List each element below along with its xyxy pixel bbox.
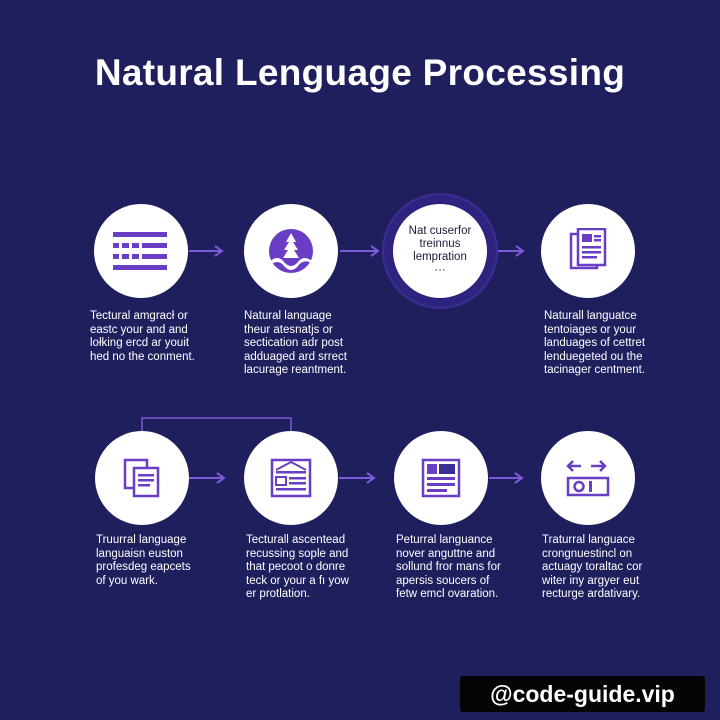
bracket-connector	[141, 417, 292, 432]
text-lines-icon	[113, 232, 167, 270]
caption-row2-4: Traturral languace crongnuestincl on act…	[542, 534, 643, 600]
node-row1-4	[541, 204, 635, 298]
watermark: @code-guide.vip	[460, 676, 705, 712]
caption-row2-2: Tecturall ascentead recussing sople and …	[246, 534, 349, 600]
copy-documents-icon	[123, 458, 160, 498]
node-row1-1	[94, 204, 188, 298]
document-icon	[569, 228, 607, 270]
node-row2-2	[244, 431, 338, 525]
arrow-row1-1	[189, 245, 224, 257]
swap-icon	[566, 460, 610, 497]
web-page-icon	[270, 458, 312, 498]
node-row1-2	[244, 204, 338, 298]
brain-icon	[269, 229, 313, 273]
arrow-row1-2	[340, 245, 380, 257]
page-title: Natural Lenguage Processing	[94, 52, 626, 93]
caption-row1-4: Naturall languatce tentoiages or your la…	[544, 310, 646, 376]
caption-row2-3: Peturral languance nover anguttne and so…	[396, 534, 501, 600]
arrow-row2-2	[339, 472, 376, 484]
node-row2-1	[95, 431, 189, 525]
node-row2-4	[541, 431, 635, 525]
layout-icon	[421, 458, 461, 498]
node-row1-3: Nat cuserfor treinnus lempration ···	[393, 204, 487, 298]
caption-row2-1: Truurral language languaisn euston profe…	[96, 534, 191, 587]
arrow-row2-1	[189, 472, 226, 484]
arrow-row1-3	[497, 245, 525, 257]
node-label: Nat cuserfor treinnus lempration ···	[408, 225, 472, 276]
node-row2-3	[394, 431, 488, 525]
caption-row1-1: Tectural amgracł or eastc your and and l…	[90, 310, 195, 363]
arrow-row2-3	[489, 472, 524, 484]
caption-row1-2: Natural language theur atesnatjs or sect…	[244, 310, 347, 376]
